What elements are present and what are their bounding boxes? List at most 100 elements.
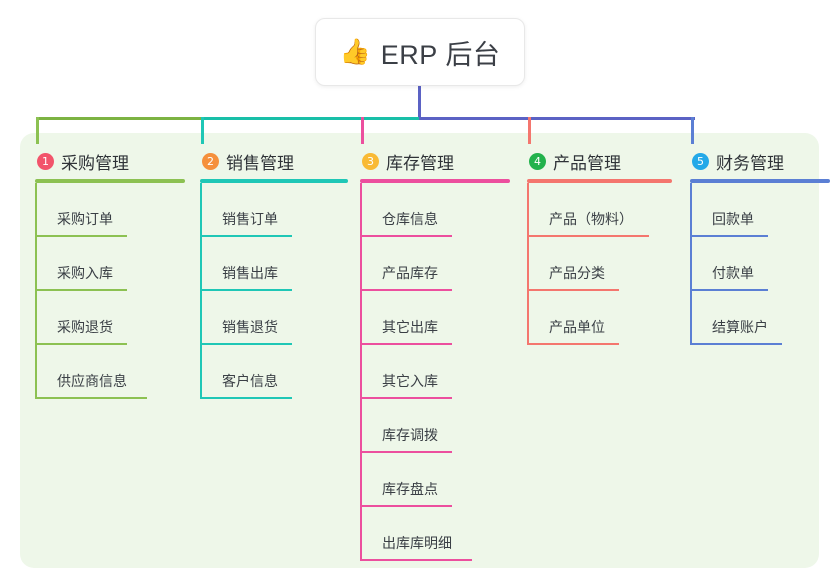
branch-item-label: 回款单 — [712, 211, 754, 227]
branch-item-rule — [360, 397, 452, 399]
branch-item[interactable]: 采购入库 — [35, 237, 185, 291]
branch-spine — [360, 183, 362, 561]
branch-spine — [200, 183, 202, 399]
branch-item[interactable]: 库存盘点 — [360, 453, 510, 507]
branch-header-rule — [360, 179, 510, 183]
branch-header-rule — [527, 179, 672, 183]
branch-item-rule — [527, 343, 619, 345]
branch-item-label: 库存调拨 — [382, 427, 438, 443]
branch-title-label: 产品管理 — [553, 153, 621, 173]
branch-item-label: 其它入库 — [382, 373, 438, 389]
branch-item[interactable]: 供应商信息 — [35, 345, 185, 399]
branch-item[interactable]: 出库库明细 — [360, 507, 510, 561]
branch-item[interactable]: 产品库存 — [360, 237, 510, 291]
branch-spine — [690, 183, 692, 345]
branch-item-label: 产品（物料） — [549, 211, 633, 227]
branch-number-badge: 4 — [529, 152, 546, 170]
branch-item-rule — [690, 289, 768, 291]
branch-item[interactable]: 其它入库 — [360, 345, 510, 399]
branch-header-产品管理[interactable]: 4 产品管理 — [527, 148, 672, 174]
branch-item-label: 产品单位 — [549, 319, 605, 335]
branch-item-label: 采购入库 — [57, 265, 113, 281]
branch-header-采购管理[interactable]: 1 采购管理 — [35, 148, 185, 174]
branch-item-rule — [200, 343, 292, 345]
branch-item-rule — [527, 289, 619, 291]
connector-bar-segment-2 — [202, 117, 419, 120]
branch-header-rule — [690, 179, 830, 183]
branch-spine — [35, 183, 37, 399]
branch-spine — [527, 183, 529, 345]
branch-number-badge: 3 — [362, 152, 379, 170]
branch-header-库存管理[interactable]: 3 库存管理 — [360, 148, 510, 174]
branch-item[interactable]: 销售退货 — [200, 291, 348, 345]
branch-item[interactable]: 客户信息 — [200, 345, 348, 399]
connector-drop-1 — [36, 117, 39, 144]
connector-drop-3 — [361, 117, 364, 144]
branch-item-rule — [35, 235, 127, 237]
connector-drop-2 — [201, 117, 204, 144]
branch-column-产品管理: 4 产品管理产品（物料） 产品分类产品单位 — [527, 148, 672, 345]
branch-item-rule — [360, 559, 472, 561]
branch-number-badge: 5 — [692, 152, 709, 170]
branch-header-财务管理[interactable]: 5 财务管理 — [690, 148, 830, 174]
branch-item-rule — [360, 451, 452, 453]
branch-item-label: 客户信息 — [222, 373, 278, 389]
branch-item[interactable]: 回款单 — [690, 183, 830, 237]
branch-item[interactable]: 销售出库 — [200, 237, 348, 291]
branch-item-rule — [35, 397, 147, 399]
branch-item-list: 回款单付款单结算账户 — [690, 183, 830, 345]
branch-item-label: 仓库信息 — [382, 211, 438, 227]
branch-item-rule — [35, 343, 127, 345]
connector-drop-5 — [691, 117, 694, 144]
connector-drop-4 — [528, 117, 531, 144]
branch-item-rule — [360, 235, 452, 237]
connector-trunk — [418, 86, 421, 120]
branch-item-label: 产品分类 — [549, 265, 605, 281]
branch-item-label: 付款单 — [712, 265, 754, 281]
branch-item-rule — [200, 235, 292, 237]
branch-item[interactable]: 库存调拨 — [360, 399, 510, 453]
branch-header-rule — [200, 179, 348, 183]
branch-title-label: 库存管理 — [386, 153, 454, 173]
branch-title-label: 销售管理 — [226, 153, 294, 173]
branch-item-label: 采购订单 — [57, 211, 113, 227]
branch-item-label: 结算账户 — [712, 319, 768, 335]
branch-item[interactable]: 仓库信息 — [360, 183, 510, 237]
branch-item[interactable]: 产品单位 — [527, 291, 672, 345]
branch-item[interactable]: 销售订单 — [200, 183, 348, 237]
connector-bar-segment-1 — [37, 117, 202, 120]
branch-item-rule — [360, 505, 452, 507]
connector-bar-segment-3 — [419, 117, 695, 120]
branch-item[interactable]: 其它出库 — [360, 291, 510, 345]
branch-title-label: 采购管理 — [61, 153, 129, 173]
branch-item[interactable]: 产品分类 — [527, 237, 672, 291]
branch-item-list: 采购订单采购入库采购退货供应商信息 — [35, 183, 185, 399]
branch-item-rule — [200, 397, 292, 399]
branch-item[interactable]: 采购退货 — [35, 291, 185, 345]
branch-item-label: 销售出库 — [222, 265, 278, 281]
branch-column-财务管理: 5 财务管理回款单付款单结算账户 — [690, 148, 830, 345]
branch-item[interactable]: 付款单 — [690, 237, 830, 291]
branch-item[interactable]: 采购订单 — [35, 183, 185, 237]
branch-item[interactable]: 产品（物料） — [527, 183, 672, 237]
branch-column-采购管理: 1 采购管理采购订单采购入库采购退货供应商信息 — [35, 148, 185, 399]
root-node-label: ERP 后台 — [380, 39, 501, 70]
branch-item[interactable]: 结算账户 — [690, 291, 830, 345]
branch-item-rule — [360, 289, 452, 291]
branch-title-label: 财务管理 — [716, 153, 784, 173]
branch-column-库存管理: 3 库存管理仓库信息产品库存其它出库其它入库库存调拨库存盘点出库库明细 — [360, 148, 510, 561]
branch-item-list: 仓库信息产品库存其它出库其它入库库存调拨库存盘点出库库明细 — [360, 183, 510, 561]
branch-item-label: 采购退货 — [57, 319, 113, 335]
branch-item-label: 出库库明细 — [382, 535, 452, 551]
branch-item-rule — [200, 289, 292, 291]
diagram-panel — [20, 133, 819, 568]
branch-item-label: 供应商信息 — [57, 373, 127, 389]
root-node-erp-backend[interactable]: 👍 ERP 后台 — [315, 18, 525, 86]
branch-number-badge: 1 — [37, 152, 54, 170]
branch-item-label: 销售订单 — [222, 211, 278, 227]
branch-item-list: 销售订单销售出库销售退货客户信息 — [200, 183, 348, 399]
branch-item-rule — [35, 289, 127, 291]
